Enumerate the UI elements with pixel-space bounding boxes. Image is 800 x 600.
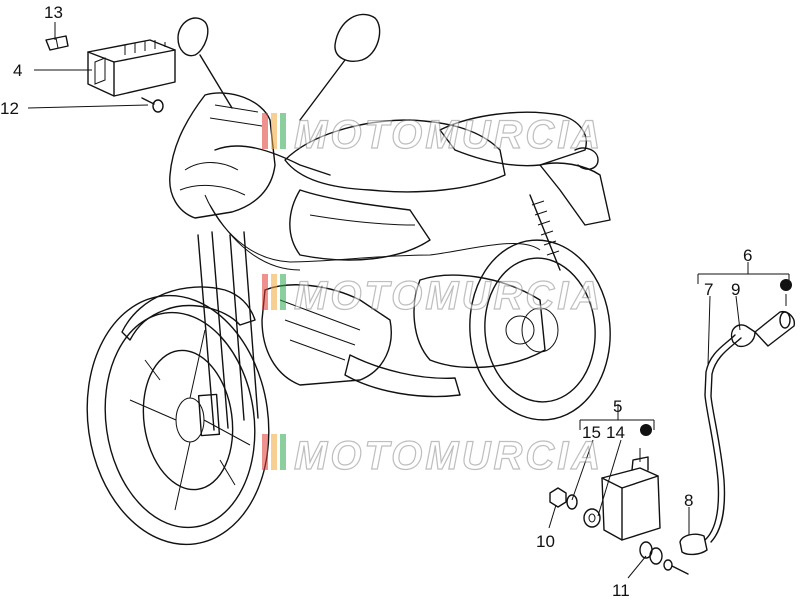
watermark-flag-1c — [280, 113, 286, 149]
watermark-flag-3b — [271, 434, 277, 470]
watermark-flag-1a — [262, 113, 268, 149]
watermark-flag-1b — [271, 113, 277, 149]
mirror-right — [299, 13, 381, 121]
watermark-bottom: MOTOMURCIA — [262, 433, 603, 479]
callout-12: 12 — [0, 99, 19, 118]
callout-9: 9 — [731, 280, 740, 299]
group-dot-5 — [640, 424, 652, 436]
ignition-coil — [601, 448, 661, 541]
front-wheel — [86, 294, 270, 546]
callout-11: 11 — [612, 581, 630, 600]
hardware-small-parts — [549, 487, 689, 575]
front-fork — [197, 231, 259, 437]
engine-block — [261, 284, 392, 386]
bolt-part-12 — [141, 97, 164, 113]
leader-lines — [27, 22, 790, 579]
callout-4: 4 — [13, 61, 22, 80]
mirror-left — [177, 17, 233, 109]
watermark-text-2: MOTOMURCIA — [294, 274, 603, 318]
watermark-flag-2a — [262, 274, 268, 310]
watermark-middle: MOTOMURCIA — [262, 273, 603, 319]
fuel-tank — [284, 119, 506, 193]
watermark-text-1: MOTOMURCIA — [294, 113, 603, 157]
callout-5: 5 — [613, 397, 622, 416]
front-fairing — [169, 92, 276, 219]
watermark-text-3: MOTOMURCIA — [294, 434, 603, 478]
tail-section — [539, 162, 611, 226]
rear-shock — [529, 194, 561, 271]
watermark-flag-2c — [280, 274, 286, 310]
watermark-flag-3a — [262, 434, 268, 470]
spark-plug-lead — [679, 311, 795, 556]
callout-14: 14 — [606, 423, 625, 442]
callout-7: 7 — [704, 280, 713, 299]
voltage-regulator — [87, 39, 176, 97]
callout-6: 6 — [743, 246, 752, 265]
watermark-flag-3c — [280, 434, 286, 470]
watermark-top: MOTOMURCIA — [262, 112, 603, 158]
seat — [439, 111, 587, 167]
callout-10: 10 — [536, 532, 555, 551]
callout-8: 8 — [684, 491, 693, 510]
rear-wheel — [469, 239, 611, 421]
watermark-flag-2b — [271, 274, 277, 310]
group-dot-6 — [780, 279, 792, 291]
callout-13: 13 — [44, 3, 63, 22]
clip-part — [45, 35, 69, 51]
motorcycle-illustration — [86, 13, 611, 546]
front-fender — [121, 286, 256, 341]
callout-15: 15 — [582, 423, 601, 442]
